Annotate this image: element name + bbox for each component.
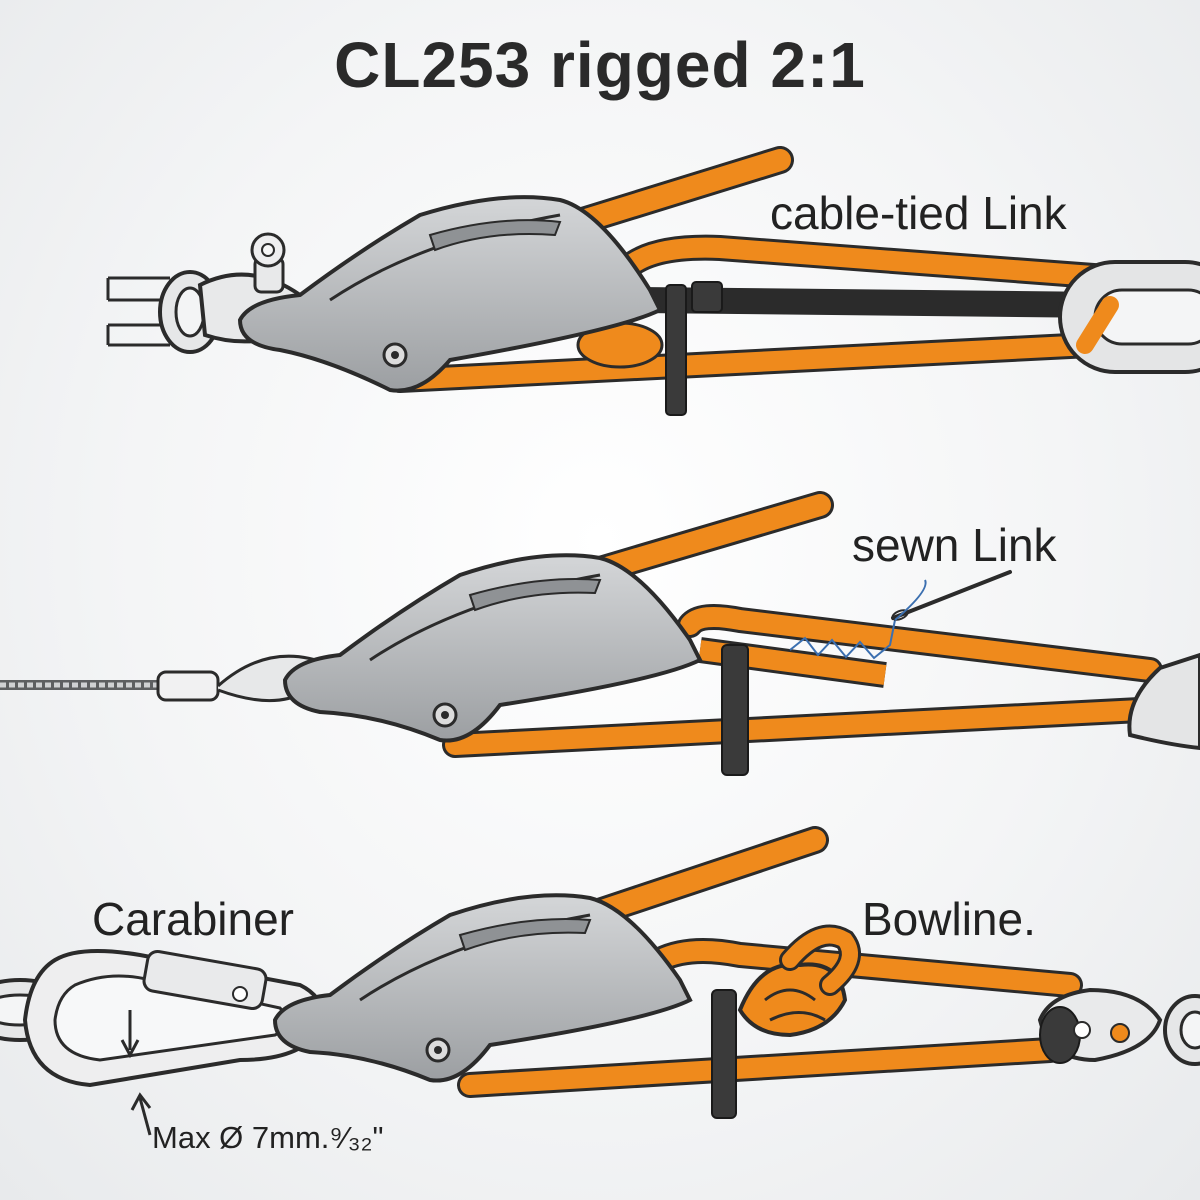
label-cable-tied-link: cable-tied Link xyxy=(770,187,1067,239)
row-cable-tied xyxy=(106,146,1200,416)
carabiner xyxy=(22,949,325,1088)
shackle xyxy=(106,232,302,354)
cleat-cl253 xyxy=(272,893,693,1083)
needle xyxy=(891,570,1012,620)
pulley-block xyxy=(1037,987,1200,1066)
chain-link xyxy=(1058,260,1200,374)
dimension-arrow xyxy=(120,1010,140,1059)
cleat-cl253 xyxy=(237,195,663,393)
row-sewn xyxy=(0,491,1200,776)
label-bowline: Bowline. xyxy=(862,893,1036,945)
label-max-diameter: Max Ø 7mm.⁹⁄₃₂" xyxy=(152,1120,384,1155)
page-title: CL253 rigged 2:1 xyxy=(334,29,866,101)
block-edge xyxy=(1127,652,1200,751)
cable-tie xyxy=(711,989,737,1119)
cable-tie xyxy=(665,284,687,416)
cable-tie xyxy=(721,644,749,776)
label-carabiner: Carabiner xyxy=(92,893,294,945)
bowline-knot xyxy=(737,924,861,1038)
label-sewn-link: sewn Link xyxy=(852,519,1057,571)
stitching xyxy=(789,619,896,660)
row-carabiner-bowline xyxy=(0,826,1200,1136)
cleat-cl253 xyxy=(282,553,703,743)
